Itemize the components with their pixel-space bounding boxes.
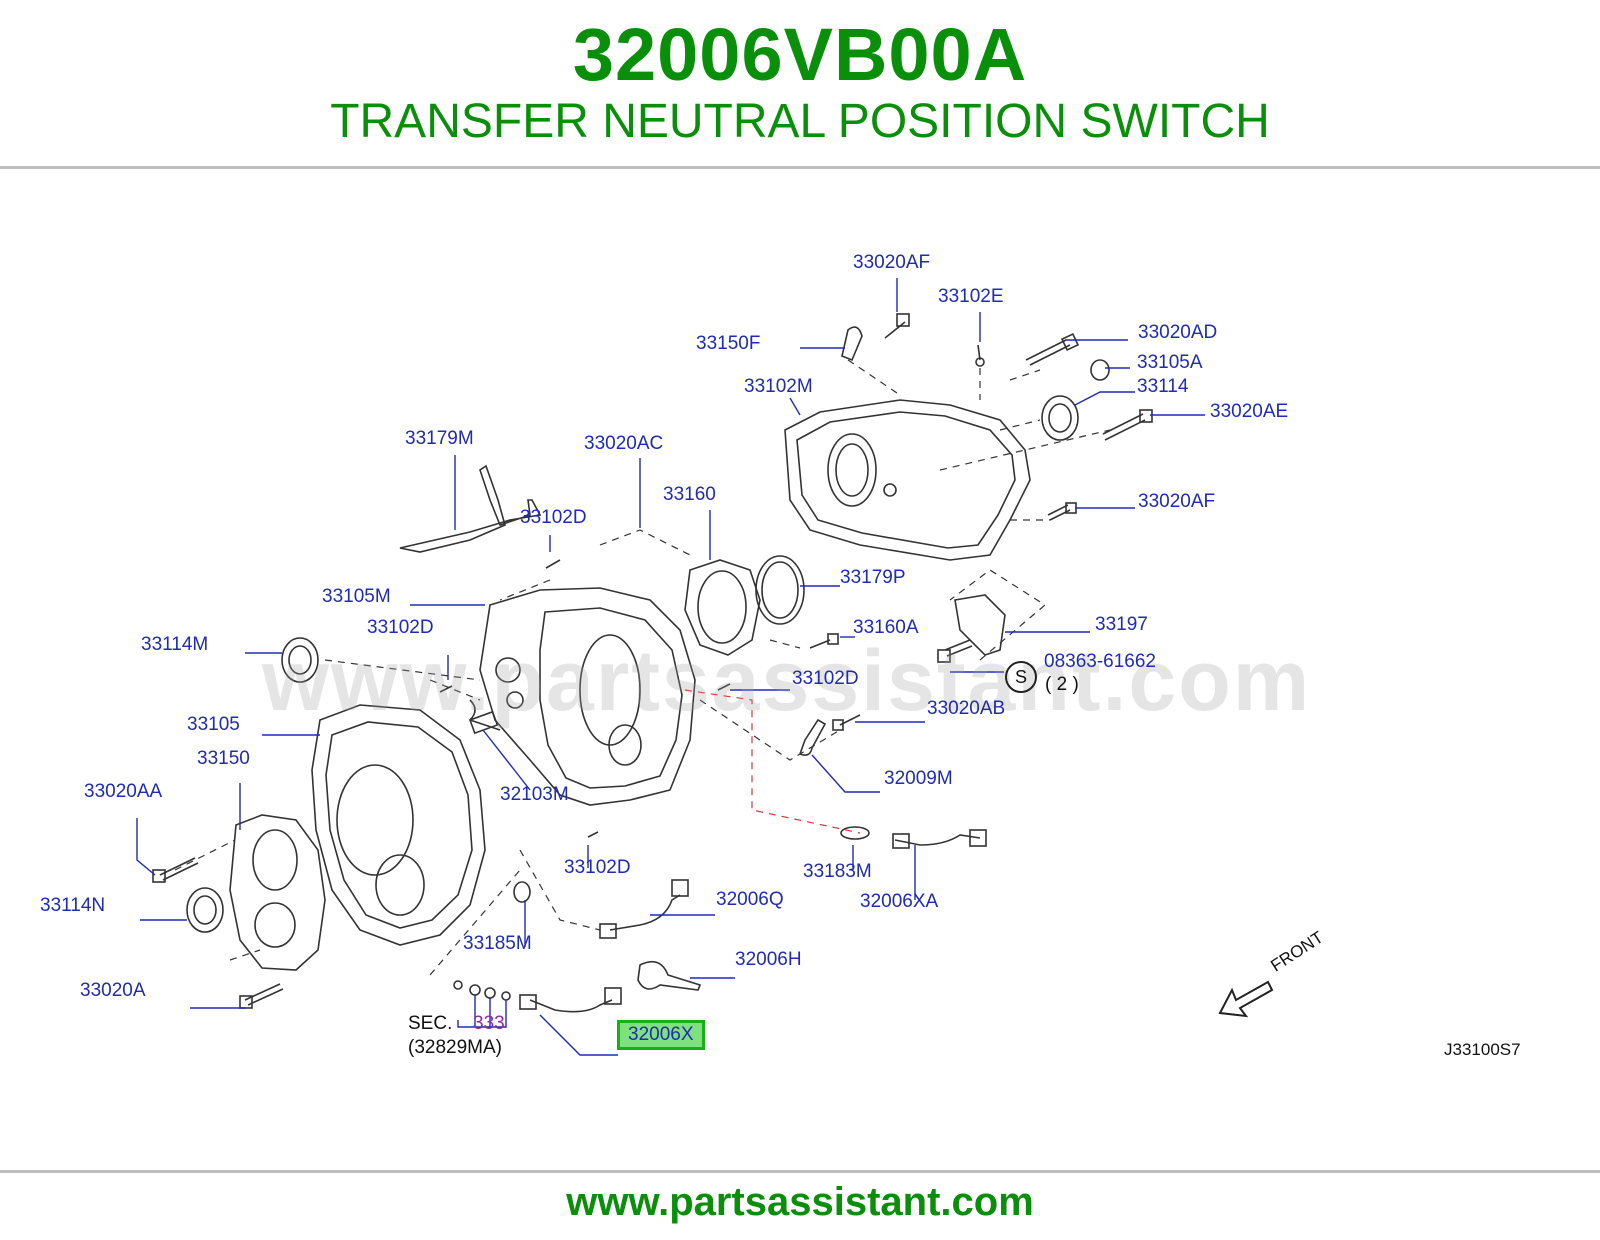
watermark: www.partsassistant.com bbox=[262, 633, 1312, 729]
callout-33105M[interactable]: 33105M bbox=[322, 586, 391, 607]
callout-32006X-highlighted[interactable]: 32006X bbox=[617, 1020, 705, 1050]
callout-33185M[interactable]: 33185M bbox=[463, 933, 532, 954]
callout-33020AD[interactable]: 33020AD bbox=[1138, 322, 1218, 343]
diagram-drawing bbox=[136, 278, 1274, 1056]
callout-33020A[interactable]: 33020A bbox=[80, 980, 146, 1001]
callout-33114[interactable]: 33114 bbox=[1137, 376, 1189, 397]
callout-33102D-d[interactable]: 33102D bbox=[564, 857, 631, 878]
callout-33102D-b[interactable]: 33102D bbox=[367, 617, 434, 638]
part-title: TRANSFER NEUTRAL POSITION SWITCH bbox=[330, 95, 1270, 148]
callout-33020AE[interactable]: 33020AE bbox=[1210, 401, 1289, 422]
callout-33102D-a[interactable]: 33102D bbox=[520, 507, 587, 528]
callout-33102E[interactable]: 33102E bbox=[938, 286, 1004, 307]
callout-33179M[interactable]: 33179M bbox=[405, 428, 474, 449]
callout-33105A[interactable]: 33105A bbox=[1137, 352, 1203, 373]
center-case-33105M bbox=[479, 587, 696, 806]
callout-sec-label: SEC. bbox=[408, 1013, 453, 1034]
callout-33160A[interactable]: 33160A bbox=[853, 617, 919, 638]
front-arrow-icon bbox=[1218, 980, 1274, 1018]
callout-32006H[interactable]: 32006H bbox=[735, 949, 802, 970]
callout-33020AF-top[interactable]: 33020AF bbox=[853, 252, 931, 273]
callout-33020AB[interactable]: 33020AB bbox=[927, 698, 1006, 719]
page-header: 32006VB00A TRANSFER NEUTRAL POSITION SWI… bbox=[0, 0, 1600, 170]
callout-32006XA[interactable]: 32006XA bbox=[860, 891, 939, 912]
header-divider bbox=[0, 166, 1600, 169]
callout-33197[interactable]: 33197 bbox=[1095, 614, 1148, 635]
callout-33150[interactable]: 33150 bbox=[197, 748, 250, 769]
callout-33020AF-b[interactable]: 33020AF bbox=[1138, 491, 1216, 512]
callout-33020AC[interactable]: 33020AC bbox=[584, 433, 664, 454]
callout-32009M[interactable]: 32009M bbox=[884, 768, 953, 789]
exploded-parts-diagram: www.partsassistant.com 33020AF 33102E 33… bbox=[0, 230, 1600, 1110]
standard-part-s-icon: S bbox=[1005, 661, 1037, 693]
callout-33020AA[interactable]: 33020AA bbox=[84, 781, 163, 802]
callout-33114M[interactable]: 33114M bbox=[141, 634, 209, 655]
callout-33150F[interactable]: 33150F bbox=[696, 333, 761, 354]
callout-33102D-c[interactable]: 33102D bbox=[792, 668, 859, 689]
callout-33183M[interactable]: 33183M bbox=[803, 861, 872, 882]
footer-divider bbox=[0, 1170, 1600, 1173]
callout-section-333[interactable]: 333 bbox=[473, 1013, 505, 1034]
callout-33160[interactable]: 33160 bbox=[663, 484, 716, 505]
callout-32829MA: (32829MA) bbox=[408, 1037, 502, 1058]
callout-33105[interactable]: 33105 bbox=[187, 714, 240, 735]
callout-32103M[interactable]: 32103M bbox=[500, 784, 569, 805]
callout-32006Q[interactable]: 32006Q bbox=[716, 889, 784, 910]
callout-33102M[interactable]: 33102M bbox=[744, 376, 813, 397]
footer-website-link[interactable]: www.partsassistant.com bbox=[566, 1180, 1034, 1224]
switch-guide-line bbox=[684, 689, 861, 834]
diagram-reference-code: J33100S7 bbox=[1444, 1040, 1521, 1059]
callout-08363-61662[interactable]: 08363-61662 bbox=[1044, 651, 1156, 672]
front-case-33105 bbox=[311, 704, 486, 946]
callout-33114N[interactable]: 33114N bbox=[40, 895, 106, 916]
rear-case-33102M bbox=[784, 399, 1031, 561]
callout-33179P[interactable]: 33179P bbox=[840, 567, 906, 588]
part-number: 32006VB00A bbox=[572, 13, 1028, 96]
callout-quantity: ( 2 ) bbox=[1045, 674, 1079, 695]
